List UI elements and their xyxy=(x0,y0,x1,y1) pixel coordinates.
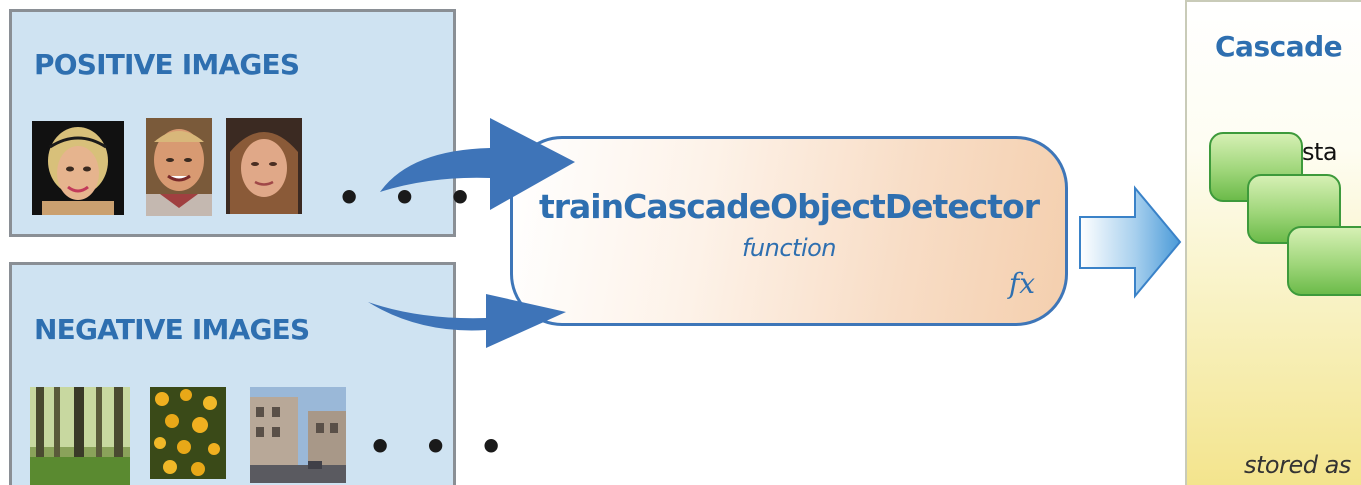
fx-icon: fx xyxy=(1008,267,1035,300)
stage-label: sta xyxy=(1302,138,1338,166)
street-thumbnail xyxy=(250,387,346,483)
more-negative-ellipsis: • • • xyxy=(368,425,513,469)
positive-images-panel: POSITIVE IMAGES xyxy=(9,9,472,237)
negative-images-panel: NEGATIVE IMAGES xyxy=(9,262,503,485)
cascade-classifier-panel: Cascade sta stored as xyxy=(1185,0,1361,485)
stage-box-3 xyxy=(1287,226,1361,296)
forest-thumbnail xyxy=(30,387,130,485)
face-thumbnail-2 xyxy=(146,118,212,216)
face-thumbnail-3 xyxy=(226,118,302,214)
negative-images-title: NEGATIVE IMAGES xyxy=(34,313,310,346)
function-subtitle: function xyxy=(741,234,837,262)
more-positive-ellipsis: • • • xyxy=(337,176,482,220)
flowers-thumbnail xyxy=(150,387,226,479)
cascade-title: Cascade xyxy=(1215,30,1343,63)
function-name: trainCascadeObjectDetector xyxy=(538,187,1040,226)
face-thumbnail-1 xyxy=(32,121,124,215)
function-to-cascade-arrow xyxy=(1079,185,1182,299)
stored-as-label: stored as xyxy=(1244,451,1351,479)
train-cascade-function-box: trainCascadeObjectDetector function fx xyxy=(510,136,1068,326)
positive-images-title: POSITIVE IMAGES xyxy=(34,48,300,81)
